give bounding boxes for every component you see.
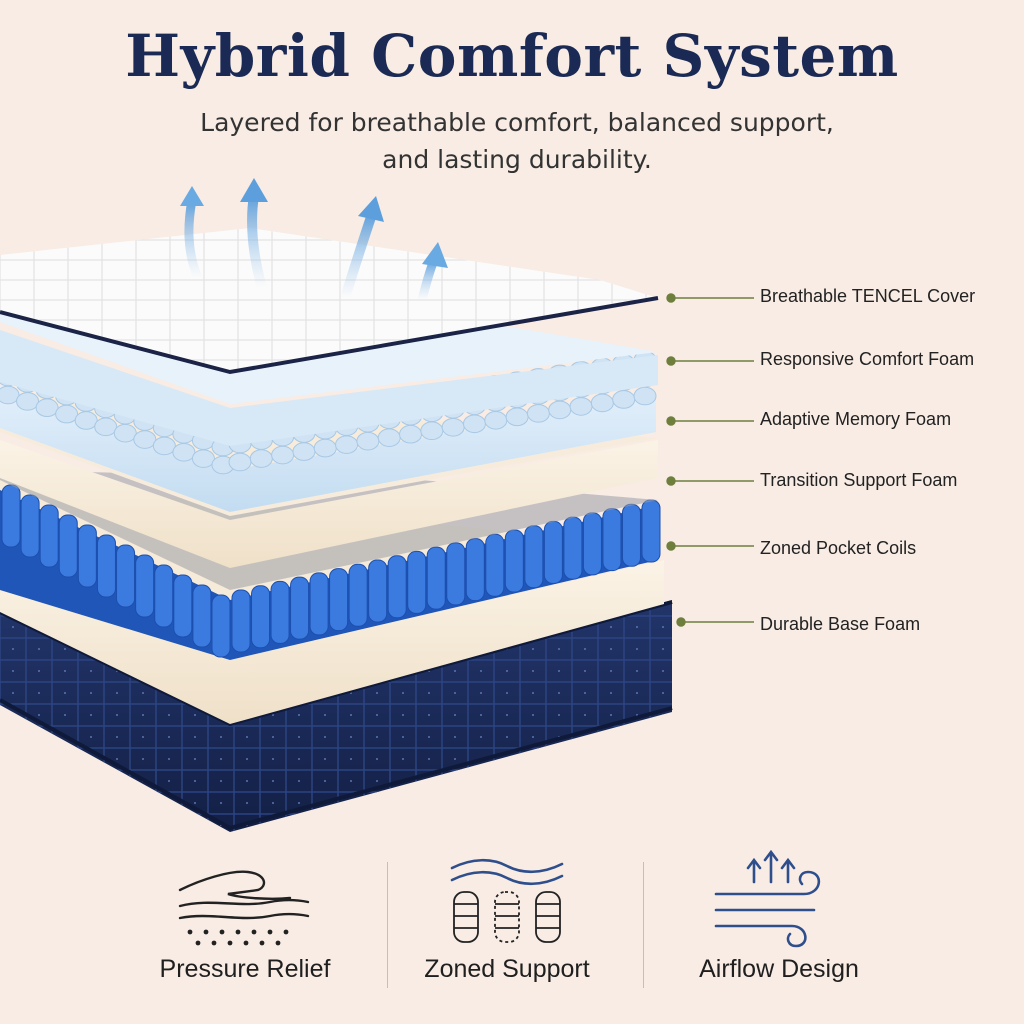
page-subtitle: Layered for breathable comfort, balanced… [180, 104, 854, 178]
subtitle-line-2: and lasting durability. [382, 145, 652, 174]
airflow-icon [714, 850, 821, 948]
feature-pressure-relief: Pressure Relief [120, 850, 370, 1010]
page-title: Hybrid Comfort System [125, 22, 899, 90]
subtitle-line-1: Layered for breathable comfort, balanced… [200, 108, 834, 137]
callout-label-base-foam: Durable Base Foam [760, 614, 921, 634]
feature-zoned-support: Zoned Support [382, 850, 632, 1010]
callout-label-comfort-foam: Responsive Comfort Foam [760, 349, 975, 369]
cover-layer [0, 228, 659, 375]
feature-airflow-design: Airflow Design [654, 850, 904, 1010]
callout-dot-transition-foam [666, 476, 676, 486]
callout-dot-comfort-foam [666, 356, 676, 366]
feature-label-zoned-support: Zoned Support [424, 955, 590, 983]
callout-label-transition-foam: Transition Support Foam [760, 470, 958, 490]
pressure-relief-icon [178, 870, 310, 946]
airflow-arrows [180, 178, 448, 305]
feature-label-pressure-relief: Pressure Relief [159, 955, 331, 983]
callout-label-memory-foam: Adaptive Memory Foam [760, 409, 952, 429]
zoned-support-icon [450, 858, 564, 943]
callout-label-cover: Breathable TENCEL Cover [760, 286, 976, 306]
callout-dot-cover [666, 293, 676, 303]
callout-label-coils: Zoned Pocket Coils [760, 538, 917, 558]
callout-dot-memory-foam [666, 416, 676, 426]
feature-label-airflow-design: Airflow Design [699, 955, 859, 983]
callout-dot-coils [666, 541, 676, 551]
feature-divider-1 [387, 862, 388, 988]
callout-dot-base-foam [676, 617, 686, 627]
feature-divider-2 [643, 862, 644, 988]
